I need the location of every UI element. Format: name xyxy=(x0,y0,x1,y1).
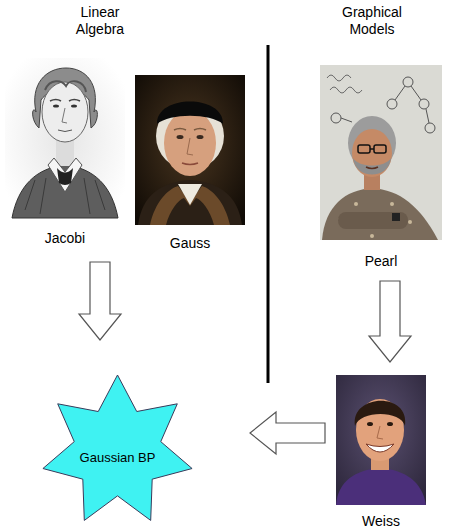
person-name: Jacobi xyxy=(5,230,125,247)
pearl-photo-part xyxy=(338,212,408,229)
person-name: Gauss xyxy=(135,235,245,252)
photo-node: Weiss xyxy=(336,375,426,530)
pearl-photo xyxy=(320,65,442,240)
pearl-photo-part xyxy=(354,202,358,206)
gauss-portrait-part xyxy=(177,135,184,139)
pearl-photo-part xyxy=(425,123,435,133)
pearl-photo-part xyxy=(390,202,394,206)
gauss-portrait-part xyxy=(174,129,206,131)
weiss-photo xyxy=(336,375,426,505)
pearl-photo-part xyxy=(387,99,397,109)
pearl-photo-part xyxy=(374,145,386,153)
weiss-photo-part xyxy=(367,422,373,426)
weiss-photo-part xyxy=(336,375,426,505)
pearl-photo-part xyxy=(352,129,392,177)
jacobi-portrait xyxy=(5,58,125,218)
weiss-photo-part xyxy=(387,422,393,426)
pearl-photo-part xyxy=(408,220,412,224)
weiss-photo-part xyxy=(366,444,394,452)
gauss-portrait-part xyxy=(135,75,245,225)
star-node: Gaussian BP xyxy=(40,372,195,527)
pearl-photo-part xyxy=(320,65,442,240)
weiss-photo-part xyxy=(355,401,406,426)
pearl-photo-part xyxy=(341,86,429,123)
pearl-photo-part xyxy=(370,148,374,150)
gauss-portrait xyxy=(135,75,245,225)
jacobi-portrait-part xyxy=(50,100,80,102)
pearl-photo-part xyxy=(419,99,429,109)
person-name: Pearl xyxy=(320,253,442,270)
jacobi-portrait-part xyxy=(62,108,67,123)
star-shape xyxy=(43,375,192,520)
gauss-portrait-part xyxy=(178,184,202,205)
jacobi-portrait-part xyxy=(71,104,77,107)
pearl-photo-part xyxy=(366,167,378,169)
weiss-photo-part xyxy=(336,468,426,505)
jacobi-portrait-part xyxy=(42,82,88,142)
gauss-portrait-part xyxy=(164,110,216,176)
block-arrow xyxy=(369,281,411,362)
person-name: Weiss xyxy=(336,513,426,530)
jacobi-portrait-part xyxy=(57,168,73,185)
gauss-portrait-part xyxy=(138,180,242,225)
portrait-node: Jacobi xyxy=(5,58,125,247)
gauss-portrait-part xyxy=(182,163,198,165)
weiss-photo-part xyxy=(377,426,383,439)
pearl-photo-part xyxy=(353,158,391,175)
column-heading: Graphical Models xyxy=(327,4,417,38)
pearl-photo-part xyxy=(331,113,341,123)
jacobi-portrait-part xyxy=(53,104,59,107)
pearl-photo-part xyxy=(403,77,413,87)
pearl-photo-part xyxy=(370,234,374,238)
node-label: Gaussian BP xyxy=(76,450,160,466)
gauss-portrait-part xyxy=(157,102,223,125)
gauss-portrait-part xyxy=(197,135,204,139)
pearl-photo-part xyxy=(327,75,362,93)
divider-line xyxy=(267,45,270,383)
pearl-photo-part xyxy=(322,188,438,240)
block-arrow xyxy=(250,412,325,454)
portrait-node: Gauss xyxy=(135,75,245,252)
pearl-photo-part xyxy=(358,145,370,153)
jacobi-portrait-part xyxy=(5,58,125,218)
block-arrow xyxy=(79,262,121,340)
column-heading: Linear Algebra xyxy=(55,4,145,38)
jacobi-portrait-part xyxy=(45,81,86,92)
pearl-photo-part xyxy=(392,213,400,221)
photo-node: Pearl xyxy=(320,65,442,270)
gauss-portrait-part xyxy=(187,138,193,155)
jacobi-portrait-part xyxy=(48,158,82,192)
jacobi-portrait-part xyxy=(58,130,72,132)
